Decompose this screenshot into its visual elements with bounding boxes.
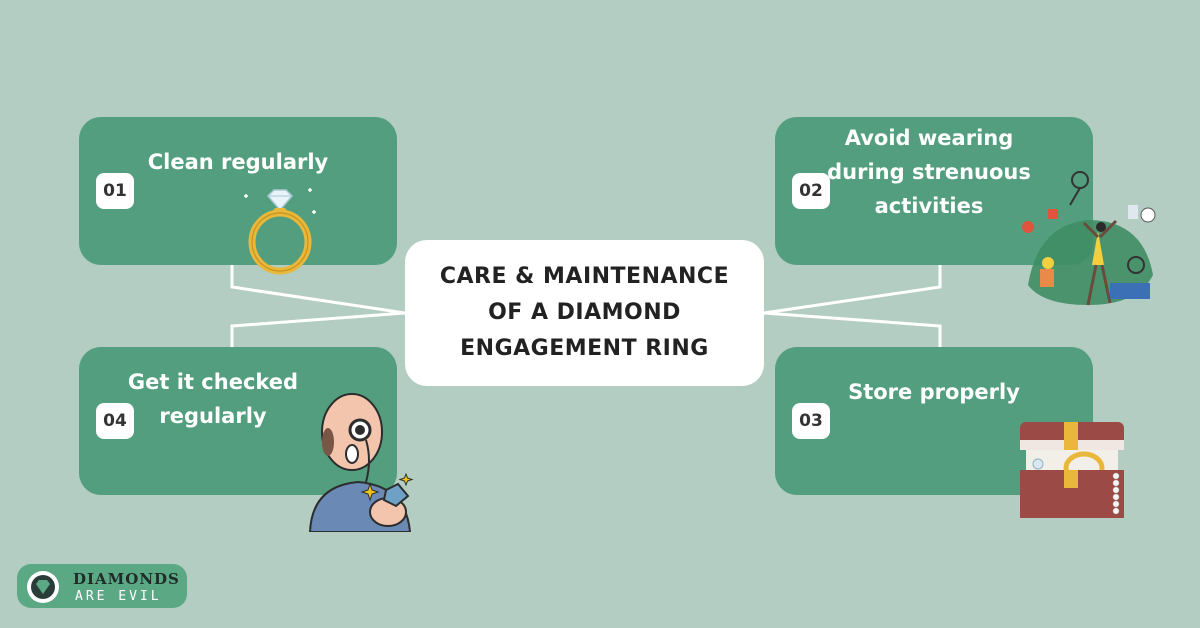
center-title-box: CARE & MAINTENANCE OF A DIAMOND ENGAGEME… (405, 240, 764, 386)
step-badge: 01 (96, 173, 134, 209)
brand-logo[interactable]: DIAMONDS ARE EVIL (17, 564, 187, 608)
step-badge: 02 (792, 173, 830, 209)
connector-03 (763, 311, 942, 348)
logo-line-1: DIAMONDS (73, 570, 180, 588)
card-title-line: Store properly (848, 380, 1020, 404)
card-title-line: activities (874, 194, 984, 218)
card-title-line: Get it checked (127, 370, 299, 394)
sports-activities-icon (1022, 171, 1156, 306)
card-title: Get it checked regularly (99, 365, 327, 433)
center-title-line: CARE & MAINTENANCE (439, 264, 730, 289)
card-title-line: regularly (159, 404, 267, 428)
card-clean-regularly: Clean regularly 01 (79, 117, 397, 265)
card-avoid-strenuous: Avoid wearing during strenuous activitie… (775, 117, 1093, 265)
jeweler-with-loupe-icon (308, 393, 414, 532)
connector-01 (230, 265, 406, 315)
center-title-line: ENGAGEMENT RING (460, 336, 709, 361)
card-title-line: during strenuous (827, 160, 1031, 184)
treasure-chest-icon (1020, 422, 1124, 518)
connector-02 (763, 265, 942, 315)
step-badge: 04 (96, 403, 134, 439)
diamond-ring-icon (244, 188, 316, 275)
card-title: Avoid wearing during strenuous activitie… (795, 121, 1063, 223)
diamond-shield-icon (27, 571, 59, 603)
connector-04 (230, 311, 406, 348)
card-title-line: Clean regularly (147, 150, 329, 174)
step-badge: 03 (792, 403, 830, 439)
logo-line-2: ARE EVIL (75, 589, 162, 604)
card-title-line: Avoid wearing (844, 126, 1014, 150)
center-title-line: OF A DIAMOND (488, 300, 681, 325)
card-title: Clean regularly (99, 145, 377, 179)
center-title: CARE & MAINTENANCE OF A DIAMOND ENGAGEME… (440, 259, 729, 367)
card-title: Store properly (795, 375, 1073, 409)
